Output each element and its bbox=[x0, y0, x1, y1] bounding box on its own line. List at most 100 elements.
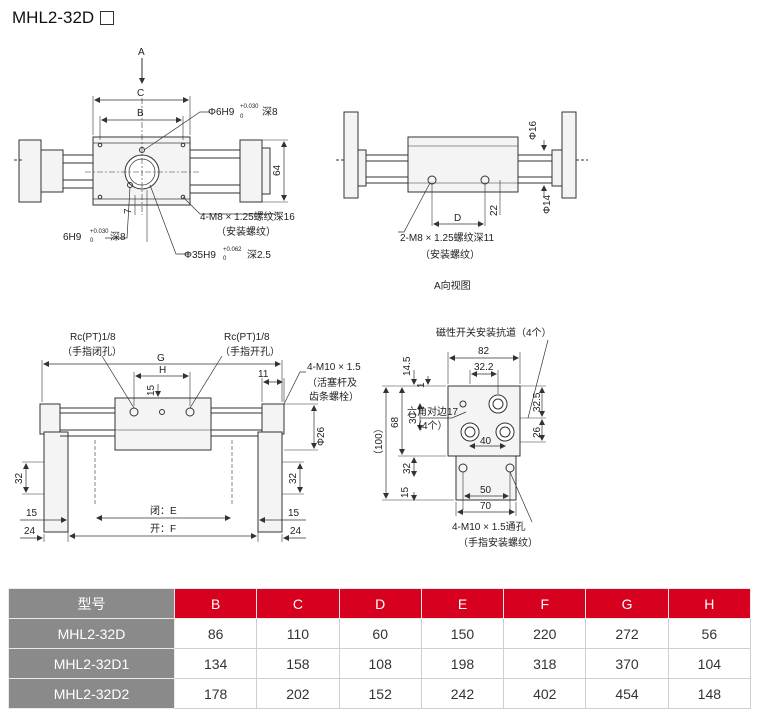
left-hole-label: 6H9 bbox=[63, 232, 82, 243]
dim-14-5-label: 14.5 bbox=[402, 356, 413, 376]
center-body bbox=[407, 136, 519, 193]
dim-26-label: 26 bbox=[532, 426, 543, 438]
cell-g: 272 bbox=[585, 618, 669, 649]
thread-4m8-label: 4-M8 × 1.25螺纹深16 bbox=[200, 210, 295, 223]
bore-depth: 深2.5 bbox=[247, 249, 271, 261]
track-note-label: 磁性开关安装抗道（4个） bbox=[436, 326, 552, 339]
dim-100-label: （100） bbox=[373, 423, 385, 460]
dim-g-label: G bbox=[157, 353, 165, 364]
table-row: MHL2-32D1 134 158 108 198 318 370 104 bbox=[8, 648, 752, 679]
thread-note: （手指安装螺纹） bbox=[458, 536, 538, 549]
dim-70-label: 70 bbox=[480, 501, 492, 512]
a-direction-labels: Φ16 Φ14 D 22 2-M8 × 1.25螺纹深11 （安装螺纹） A向视… bbox=[400, 120, 553, 292]
dim-open-label: 开：F bbox=[150, 524, 176, 535]
spec-table: 型号 B C D E F G H MHL2-32D 86 110 60 150 … bbox=[8, 588, 752, 709]
dim-15-label: 15 bbox=[400, 486, 411, 498]
bore-tol0: 0 bbox=[223, 256, 227, 262]
hex-note-label: 六角对边17 bbox=[407, 405, 459, 418]
right-finger bbox=[239, 139, 263, 203]
top-hole-tol0: 0 bbox=[240, 114, 244, 120]
left-finger bbox=[18, 139, 42, 203]
thread-label: 4-M10 × 1.5通孔 bbox=[452, 521, 526, 533]
cell-b: 86 bbox=[173, 618, 258, 649]
end-view-labels: 磁性开关安装抗道（4个） 82 14.5 1 32.2 （100） 68 30 … bbox=[373, 326, 552, 549]
dim-d-label: D bbox=[454, 213, 461, 224]
cell-e: 150 bbox=[420, 618, 505, 649]
thread-4m8-note: （安装螺纹） bbox=[216, 225, 276, 238]
view-caption: A向视图 bbox=[434, 279, 471, 292]
technical-drawing: A C B Φ6H9 +0.030 0 深8 64 7 4-M8 × 1.25螺… bbox=[12, 47, 588, 549]
dim-32-right-label: 32 bbox=[288, 472, 299, 484]
dim-phi26-label: Φ26 bbox=[316, 426, 327, 446]
bore-label: Φ35H9 bbox=[184, 250, 216, 261]
right-finger-body bbox=[257, 431, 283, 533]
port-left-note: （手指闭孔） bbox=[62, 345, 122, 358]
dim-1-label: 1 bbox=[416, 382, 427, 388]
dim-close-label: 闭：E bbox=[150, 504, 177, 517]
cell-model: MHL2-32D bbox=[8, 618, 175, 649]
header-g: G bbox=[585, 588, 669, 619]
cell-h: 148 bbox=[667, 678, 752, 709]
dim-64-label: 64 bbox=[272, 164, 283, 176]
left-hole-tol0: 0 bbox=[90, 238, 94, 244]
cell-c: 202 bbox=[256, 678, 340, 709]
dim-h-label: H bbox=[159, 365, 166, 376]
header-b: B bbox=[173, 588, 258, 619]
arrow-a-label: A bbox=[138, 47, 145, 58]
dim-68-label: 68 bbox=[390, 416, 401, 428]
dim-24-left-label: 24 bbox=[24, 526, 36, 537]
cell-d: 60 bbox=[338, 618, 422, 649]
cell-d: 152 bbox=[338, 678, 422, 709]
thread-4m10-note2: 齿条螺栓） bbox=[309, 390, 359, 403]
cell-c: 110 bbox=[256, 618, 340, 649]
dim-phi14-label: Φ14 bbox=[542, 194, 553, 214]
header-d: D bbox=[338, 588, 422, 619]
thread-4m10-note1: （活塞杆及 bbox=[307, 376, 357, 389]
table-row: MHL2-32D 86 110 60 150 220 272 56 bbox=[8, 618, 752, 649]
dim-7-label: 7 bbox=[123, 208, 134, 214]
dim-15-left-label: 15 bbox=[26, 508, 38, 519]
cell-model: MHL2-32D2 bbox=[8, 678, 175, 709]
port-right-label: Rc(PT)1/8 bbox=[224, 332, 270, 343]
dim-15-label: 15 bbox=[146, 384, 157, 396]
header-c: C bbox=[256, 588, 340, 619]
cell-b: 134 bbox=[173, 648, 258, 679]
cell-d: 108 bbox=[338, 648, 422, 679]
thread-2m8-note: （安装螺纹） bbox=[420, 248, 480, 261]
title-text: MHL2-32D bbox=[12, 8, 95, 27]
thread-2m8-label: 2-M8 × 1.25螺纹深11 bbox=[400, 231, 494, 244]
left-jaw bbox=[343, 111, 359, 199]
dim-32-2-label: 32.2 bbox=[474, 362, 494, 373]
cell-f: 220 bbox=[503, 618, 587, 649]
header-model: 型号 bbox=[8, 588, 175, 619]
dim-phi16-label: Φ16 bbox=[528, 120, 539, 140]
dim-32-5-label: 32.5 bbox=[532, 392, 543, 412]
cell-f: 318 bbox=[503, 648, 587, 679]
cell-b: 178 bbox=[173, 678, 258, 709]
bore-tol: +0.062 bbox=[223, 247, 242, 253]
table-header-row: 型号 B C D E F G H bbox=[8, 588, 752, 619]
left-finger-body bbox=[43, 431, 69, 533]
side-view-labels: Rc(PT)1/8 （手指闭孔） Rc(PT)1/8 （手指开孔） G H 15… bbox=[14, 332, 361, 537]
dim-32-label: 32 bbox=[402, 462, 413, 474]
dim-32-left-label: 32 bbox=[14, 472, 25, 484]
dim-c-label: C bbox=[137, 88, 144, 99]
cell-e: 242 bbox=[420, 678, 505, 709]
cell-g: 454 bbox=[585, 678, 669, 709]
dim-24-right-label: 24 bbox=[290, 526, 302, 537]
cell-model: MHL2-32D1 bbox=[8, 648, 175, 679]
left-hole-depth: 深8 bbox=[110, 231, 126, 243]
cell-h: 104 bbox=[667, 648, 752, 679]
dim-82-label: 82 bbox=[478, 346, 490, 357]
dim-11-label: 11 bbox=[258, 369, 269, 380]
header-f: F bbox=[503, 588, 587, 619]
port-left-label: Rc(PT)1/8 bbox=[70, 332, 116, 343]
dim-22-label: 22 bbox=[489, 204, 500, 216]
thread-4m10-label: 4-M10 × 1.5 bbox=[307, 362, 361, 373]
top-hole-depth: 深8 bbox=[262, 106, 278, 118]
top-hole-tol: +0.030 bbox=[240, 104, 259, 110]
dim-b-label: B bbox=[137, 108, 144, 119]
table-row: MHL2-32D2 178 202 152 242 402 454 148 bbox=[8, 678, 752, 709]
dim-30-label: 30 bbox=[408, 412, 419, 424]
front-view bbox=[12, 58, 288, 255]
